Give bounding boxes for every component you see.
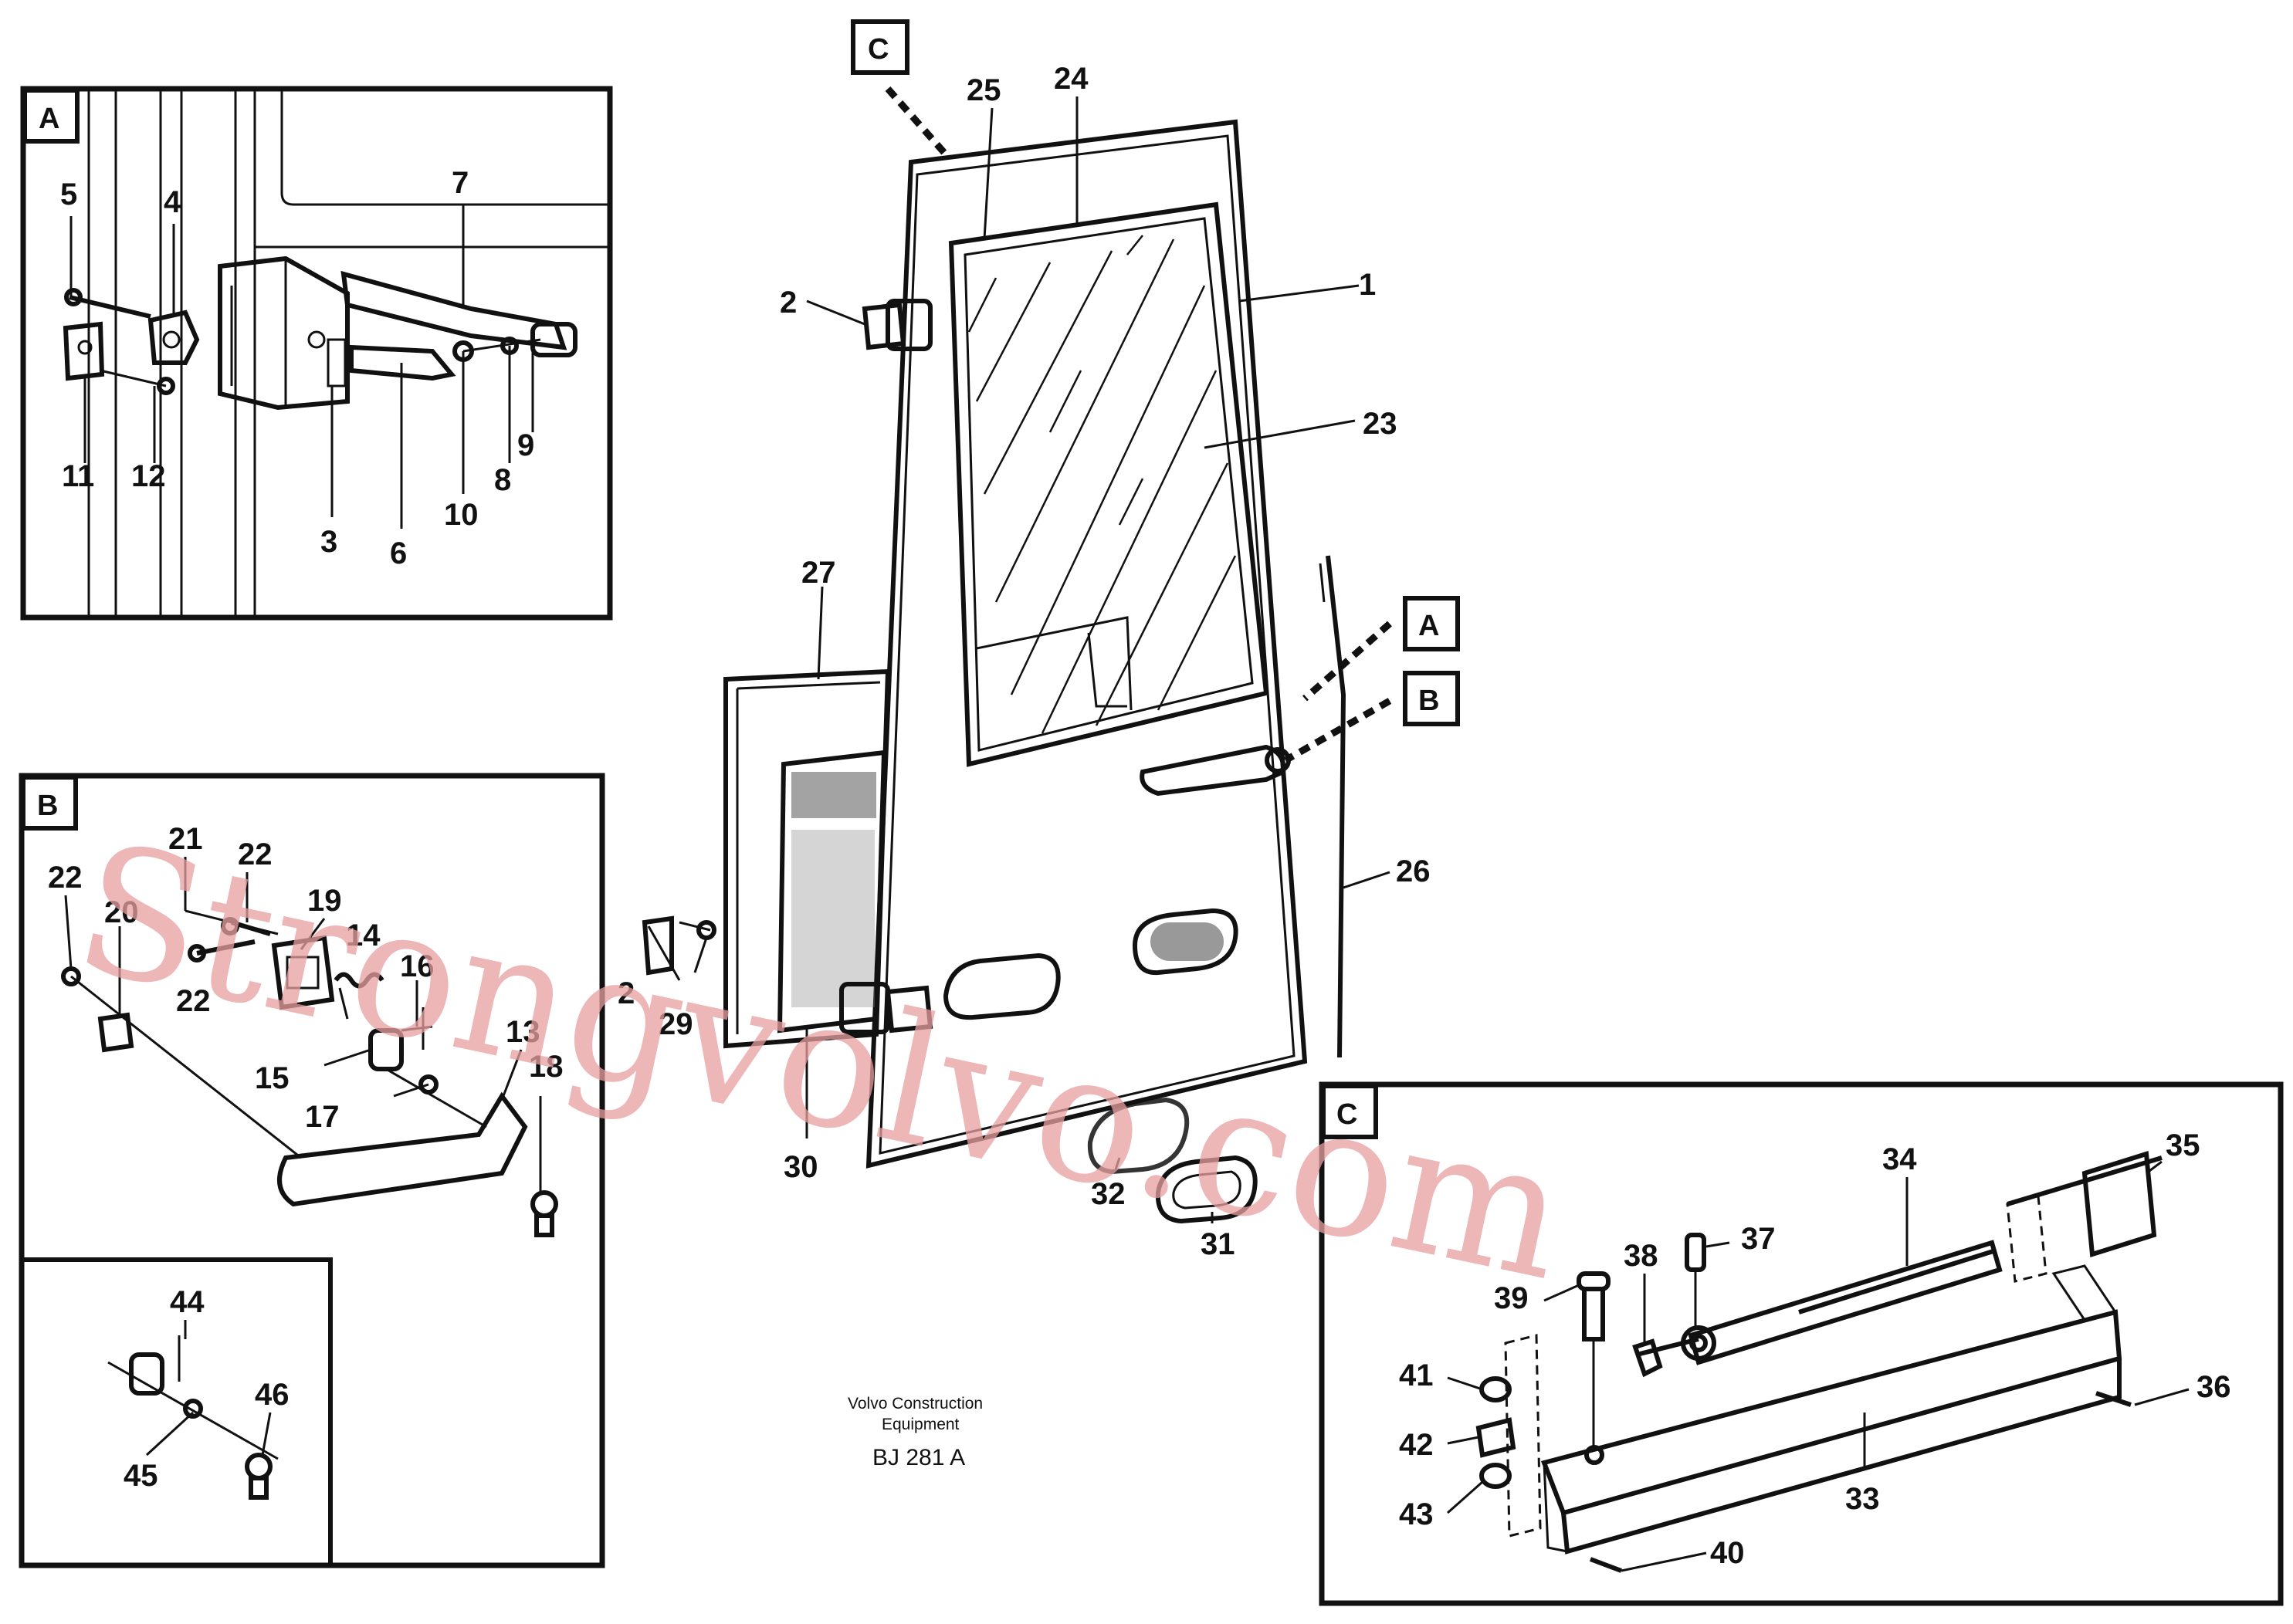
label-42: 42 bbox=[1399, 1428, 1434, 1462]
lock-body-3 bbox=[218, 255, 350, 411]
callout-c-letter: C bbox=[868, 33, 889, 66]
label-37: 37 bbox=[1741, 1222, 1776, 1256]
detail-b-panel: B bbox=[19, 773, 605, 1568]
label-12: 12 bbox=[131, 459, 166, 493]
link-6 bbox=[349, 344, 456, 381]
label-45: 45 bbox=[124, 1459, 158, 1493]
detail-b-letter: B bbox=[37, 790, 58, 822]
company-line-2: Equipment bbox=[882, 1416, 960, 1433]
frame-31 bbox=[1155, 1155, 1258, 1224]
detail-a-panel: A bbox=[20, 86, 613, 621]
label-40: 40 bbox=[1710, 1536, 1745, 1570]
label-1: 1 bbox=[1359, 268, 1376, 302]
main-door-assembly: C bbox=[618, 19, 1460, 1261]
label-31: 31 bbox=[1201, 1227, 1235, 1261]
label-3: 3 bbox=[320, 525, 337, 559]
detail-c-letter: C bbox=[1336, 1098, 1357, 1131]
door-handle bbox=[1140, 744, 1286, 797]
callout-b-letter: B bbox=[1418, 685, 1439, 717]
label-21: 21 bbox=[168, 822, 203, 856]
vent-right bbox=[1132, 908, 1238, 976]
callout-c-box bbox=[851, 19, 909, 75]
callout-b-box bbox=[1403, 671, 1460, 726]
label-44: 44 bbox=[170, 1285, 205, 1319]
label-46: 46 bbox=[255, 1378, 290, 1412]
label-5: 5 bbox=[60, 178, 77, 211]
detail-b-inset bbox=[19, 1257, 333, 1568]
label-18: 18 bbox=[529, 1050, 564, 1084]
striker-4 bbox=[147, 310, 200, 365]
label-22-c: 22 bbox=[176, 984, 211, 1018]
detail-a-letter: A bbox=[39, 103, 59, 135]
label-20: 20 bbox=[104, 895, 139, 929]
label-35: 35 bbox=[2166, 1128, 2200, 1162]
label-22-b: 22 bbox=[238, 837, 273, 871]
company-line-1: Volvo Construction bbox=[848, 1395, 983, 1413]
label-33: 33 bbox=[1845, 1482, 1880, 1516]
label-41: 41 bbox=[1399, 1358, 1434, 1392]
window-seal-24 bbox=[948, 201, 1269, 767]
label-2-b: 2 bbox=[618, 976, 635, 1010]
label-19: 19 bbox=[307, 884, 342, 918]
label-23: 23 bbox=[1363, 407, 1397, 441]
callout-a-box bbox=[1403, 596, 1460, 651]
lever-7 bbox=[340, 270, 567, 350]
hinge-2-top bbox=[862, 302, 906, 350]
detail-c-panel: C bbox=[1319, 1081, 2284, 1606]
label-7: 7 bbox=[452, 166, 469, 200]
label-13: 13 bbox=[506, 1015, 540, 1049]
callout-a-letter: A bbox=[1418, 610, 1439, 642]
label-32: 32 bbox=[1091, 1177, 1126, 1211]
label-29: 29 bbox=[659, 1007, 693, 1041]
label-16: 16 bbox=[400, 949, 435, 983]
washer-43 bbox=[1479, 1463, 1512, 1489]
glass-23 bbox=[967, 235, 1237, 734]
label-38: 38 bbox=[1624, 1239, 1658, 1273]
label-8: 8 bbox=[494, 463, 511, 497]
label-26: 26 bbox=[1396, 854, 1431, 888]
nut-42 bbox=[1475, 1417, 1516, 1458]
label-14: 14 bbox=[346, 919, 381, 952]
label-39: 39 bbox=[1494, 1281, 1529, 1315]
label-10: 10 bbox=[444, 498, 479, 532]
plate-11 bbox=[63, 321, 105, 381]
label-15: 15 bbox=[255, 1061, 290, 1095]
label-22-a: 22 bbox=[48, 861, 83, 895]
label-30: 30 bbox=[784, 1150, 818, 1184]
label-17: 17 bbox=[305, 1100, 340, 1134]
label-2-a: 2 bbox=[780, 286, 797, 320]
label-25: 25 bbox=[967, 73, 1001, 107]
label-11: 11 bbox=[62, 459, 94, 493]
label-4: 4 bbox=[164, 185, 181, 219]
vent-left bbox=[943, 952, 1061, 1020]
label-24: 24 bbox=[1054, 62, 1089, 96]
label-36: 36 bbox=[2196, 1370, 2231, 1404]
label-43: 43 bbox=[1399, 1497, 1434, 1531]
drawing-footer: Volvo Construction Equipment BJ 281 A bbox=[848, 1395, 983, 1470]
label-6: 6 bbox=[390, 536, 407, 570]
grille-32 bbox=[1087, 1097, 1190, 1175]
label-34: 34 bbox=[1882, 1142, 1917, 1176]
label-27: 27 bbox=[801, 556, 836, 590]
gas-spring-34 bbox=[1688, 1240, 2003, 1365]
label-9: 9 bbox=[517, 428, 534, 462]
handle-13 bbox=[277, 1091, 528, 1207]
drawing-code: BJ 281 A bbox=[872, 1445, 965, 1470]
clip-38 bbox=[1632, 1338, 1663, 1378]
